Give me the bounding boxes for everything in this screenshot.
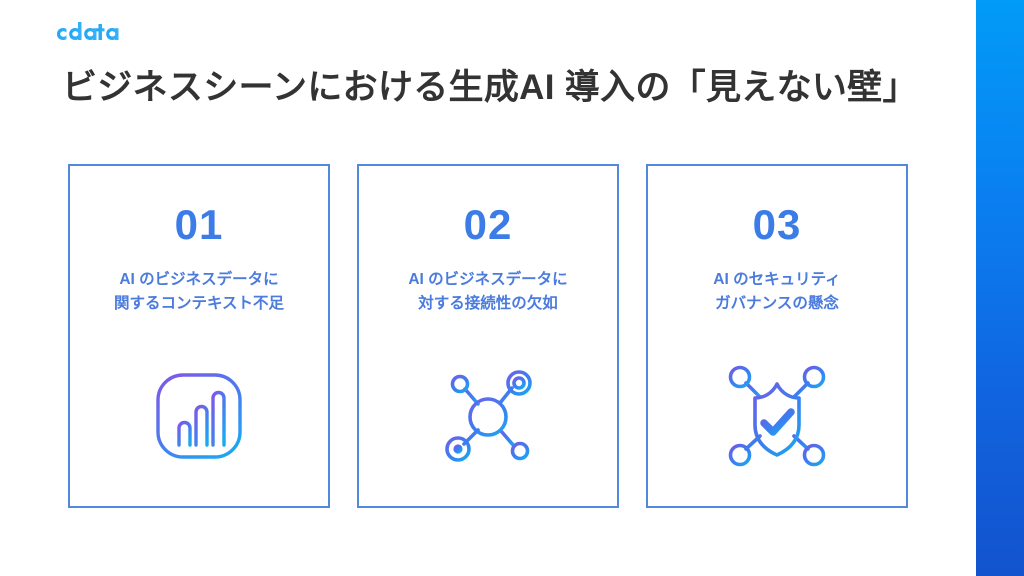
cards-row: 01 AI のビジネスデータに 関するコンテキスト不足 bbox=[68, 164, 908, 508]
card-02[interactable]: 02 AI のビジネスデータに 対する接続性の欠如 bbox=[357, 164, 619, 508]
card-03[interactable]: 03 AI のセキュリティ ガバナンスの懸念 bbox=[646, 164, 908, 508]
bar-chart-rounded-square-icon bbox=[139, 356, 259, 476]
card-text: AI のビジネスデータに 対する接続性の欠如 bbox=[408, 271, 568, 313]
page-title: ビジネスシーンにおける生成AI 導入の「見えない壁」 bbox=[62, 68, 918, 107]
card-text: AI のセキュリティ ガバナンスの懸念 bbox=[713, 271, 841, 313]
card-number: 02 bbox=[463, 201, 513, 248]
card-01[interactable]: 01 AI のビジネスデータに 関するコンテキスト不足 bbox=[68, 164, 330, 508]
network-nodes-icon bbox=[428, 356, 548, 476]
cdata-logo bbox=[50, 20, 128, 46]
card-text: AI のビジネスデータに 関するコンテキスト不足 bbox=[113, 271, 285, 313]
shield-check-network-icon bbox=[717, 356, 837, 476]
card-number: 03 bbox=[752, 201, 802, 248]
accent-bar bbox=[976, 0, 1024, 576]
card-number: 01 bbox=[174, 201, 224, 248]
